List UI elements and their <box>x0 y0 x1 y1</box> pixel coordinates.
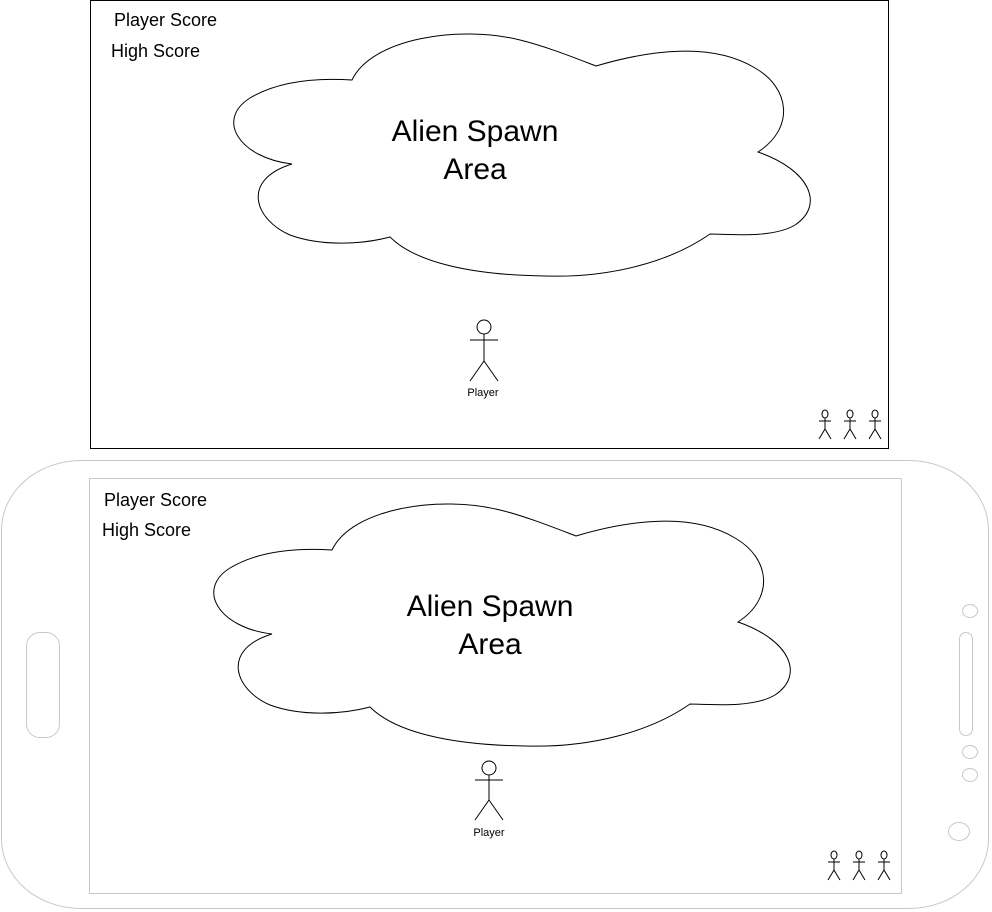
spawn-area-cloud <box>213 503 791 747</box>
phone-home-button[interactable] <box>26 632 60 738</box>
lives-indicator <box>818 409 882 440</box>
life-icon <box>843 409 857 440</box>
game-screen-wireframe <box>90 0 889 449</box>
phone-sensor-icon <box>962 745 978 759</box>
phone-sensor-icon <box>962 768 978 782</box>
player-score-label: Player Score <box>104 490 208 510</box>
player-icon <box>474 760 504 821</box>
spawn-area-title-line2: Area <box>443 153 507 186</box>
spawn-area-title: Alien Spawn Area <box>330 588 650 664</box>
phone-camera-icon <box>962 604 978 618</box>
lives-indicator <box>827 850 891 881</box>
life-icon <box>827 850 841 881</box>
phone-frame <box>1 460 989 909</box>
high-score-label: High Score <box>102 520 192 540</box>
spawn-area-title-line2: Area <box>458 628 522 661</box>
spawn-area-title-line1: Alien Spawn <box>391 115 559 148</box>
player-label: Player <box>473 827 505 839</box>
life-icon <box>868 409 882 440</box>
player-icon <box>469 319 499 382</box>
phone-screen <box>89 478 902 894</box>
player-label: Player <box>467 387 499 399</box>
life-icon <box>818 409 832 440</box>
high-score-label: High Score <box>111 41 201 61</box>
life-icon <box>852 850 866 881</box>
life-icon <box>877 850 891 881</box>
player-score-label: Player Score <box>114 10 218 30</box>
spawn-area-title-line1: Alien Spawn <box>406 590 574 623</box>
spawn-area-cloud <box>233 33 811 277</box>
phone-power-button[interactable] <box>948 822 970 841</box>
spawn-area-title: Alien Spawn Area <box>315 113 635 189</box>
phone-volume-slider[interactable] <box>959 632 973 736</box>
